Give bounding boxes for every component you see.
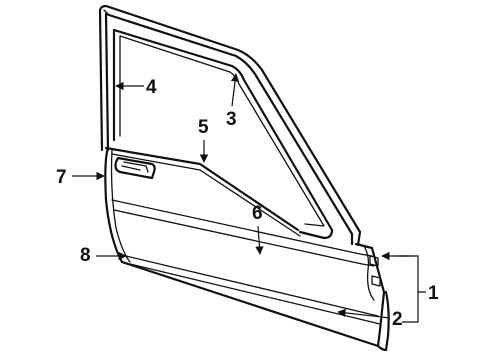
callout-1: 1 — [428, 283, 439, 304]
door-handle — [114, 156, 156, 180]
callout-8: 8 — [80, 245, 91, 266]
body-side-molding — [111, 199, 381, 325]
callout-5: 5 — [198, 117, 209, 138]
callout-2: 2 — [392, 309, 403, 330]
window-glass-run — [112, 28, 334, 240]
callout-4: 4 — [146, 77, 157, 98]
belt-weatherstrip — [104, 146, 301, 237]
callout-7: 7 — [56, 167, 67, 188]
callout-3: 3 — [226, 109, 237, 130]
leader-lines — [72, 73, 426, 323]
callout-6: 6 — [252, 203, 263, 224]
window-frame — [98, 4, 362, 247]
hinge-area — [363, 245, 381, 301]
